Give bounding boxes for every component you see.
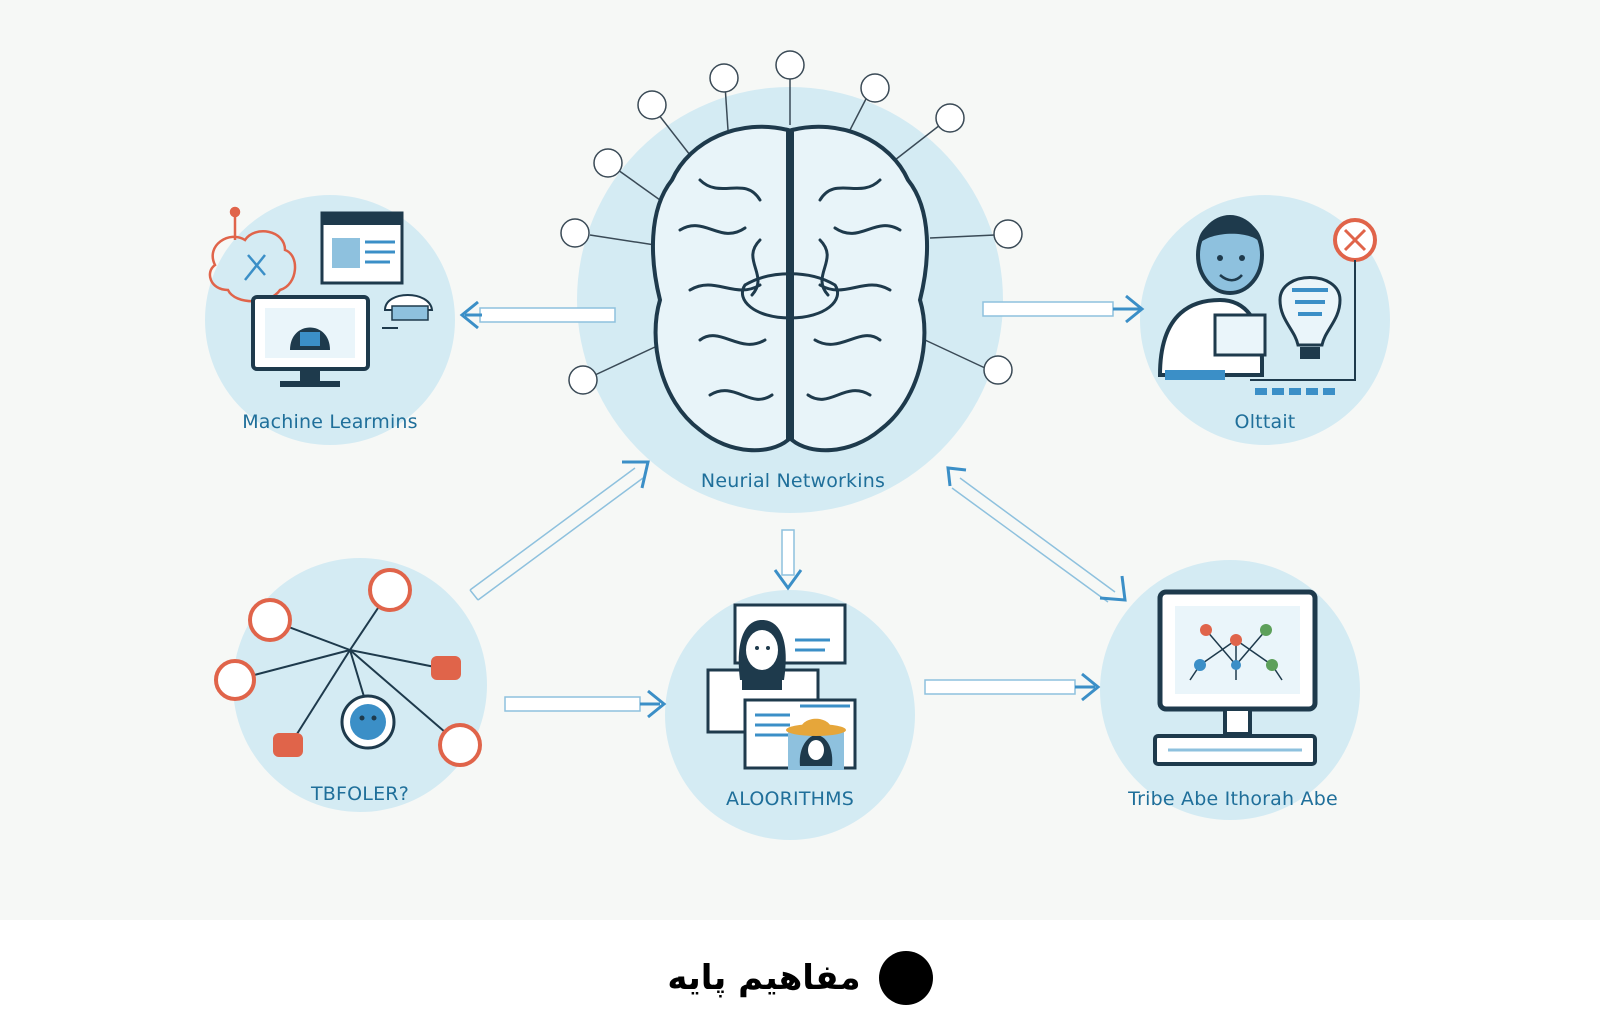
arrow-tbfoler-to-center	[469, 460, 650, 601]
brain-right-hemisphere	[790, 124, 930, 453]
computer-monitor-icon	[1153, 589, 1318, 766]
brain-icon	[560, 50, 1023, 453]
oltait-label: Olttait	[1235, 411, 1296, 433]
machine-learning-label: Machine Learmins	[242, 411, 418, 433]
brain-folds	[678, 178, 902, 401]
document-cards-icon	[706, 603, 857, 770]
tbfoler-illustration: TBFOLER?	[214, 568, 482, 805]
arrow-center-to-algorithms	[773, 529, 803, 591]
person-avatar-icon	[1157, 215, 1267, 380]
neuron-pins	[560, 50, 1023, 395]
oltait-illustration: Olttait	[1157, 215, 1377, 433]
center-label: Neurial Networkins	[701, 470, 885, 492]
robot-avatar-icon	[340, 694, 396, 750]
monitor-icon	[251, 295, 370, 387]
network-brain-icon	[208, 206, 297, 303]
tbfoler-label: TBFOLER?	[310, 783, 409, 805]
hat-person-icon	[786, 718, 846, 770]
arrow-algorithms-to-tribe	[924, 672, 1101, 702]
tribe-illustration: Tribe Abe Ithorah Abe	[1127, 589, 1338, 810]
caption-text: مفاهیم پایه	[667, 957, 861, 998]
algorithms-illustration: ALOORITHMS	[706, 603, 857, 810]
network-graph-icon	[1189, 624, 1283, 681]
lightbulb-icon	[1278, 276, 1342, 359]
arrow-center-to-machine-learning	[459, 300, 616, 330]
diagram-canvas: Machine Learmins	[205, 50, 1390, 840]
connector-arrows	[459, 294, 1145, 719]
dots-bar-icon	[1255, 388, 1335, 395]
robot-head-icon	[382, 294, 434, 329]
orange-node-icons	[214, 568, 482, 767]
arrow-center-to-tribe	[946, 466, 1127, 603]
algorithms-label: ALOORITHMS	[726, 788, 854, 810]
brain-left-hemisphere	[650, 124, 790, 453]
tribe-label: Tribe Abe Ithorah Abe	[1127, 788, 1338, 810]
arrow-tbfoler-to-algorithms	[504, 689, 667, 719]
woman-avatar-icon	[738, 620, 786, 690]
machine-learning-illustration: Machine Learmins	[208, 206, 434, 433]
caption: مفاهیم پایه	[667, 950, 933, 1005]
browser-window-icon	[320, 211, 404, 285]
caption-bar: مفاهیم پایه	[0, 920, 1600, 1035]
concept-diagram: Machine Learmins	[205, 50, 1390, 840]
gear-network-icon	[1250, 218, 1377, 381]
arrow-center-to-oltait	[982, 294, 1145, 324]
bullet-dot-icon	[878, 950, 933, 1005]
